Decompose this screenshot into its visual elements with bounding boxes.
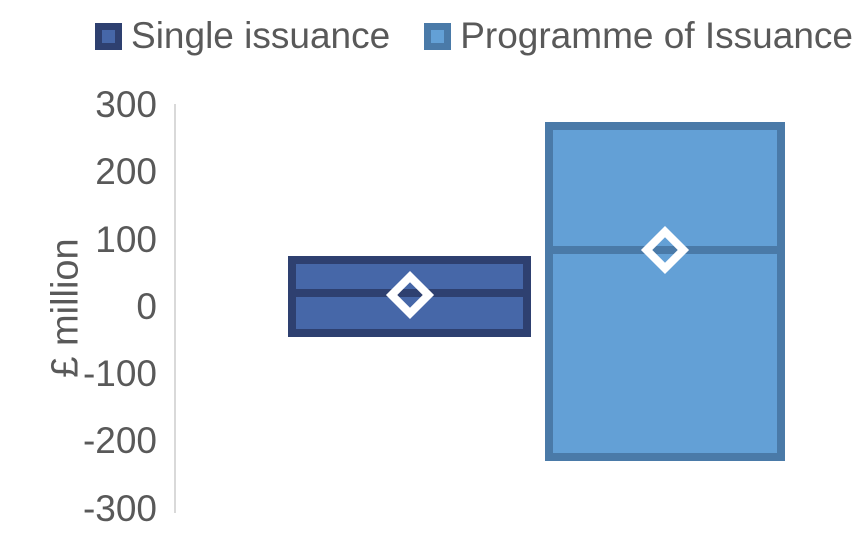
legend-label-programme-of-issuance: Programme of Issuance [460,15,853,56]
y-tick-label-0: 0 [136,285,157,327]
y-tick-label-200: 200 [95,151,157,193]
y-tick-label--300: -300 [82,487,157,529]
median-line-programme-of-issuance [553,245,777,254]
box-programme-of-issuance [545,121,785,462]
programme-of-issuance-swatch-icon [424,22,452,50]
median-line-single-issuance [296,289,523,298]
y-axis-line [174,104,176,513]
y-tick-label--100: -100 [82,353,157,394]
legend-item-programme-of-issuance: Programme of Issuance [424,15,853,57]
y-tick-label-100: 100 [95,218,157,260]
single-issuance-swatch-icon [95,22,123,50]
chart-legend: Single issuance Programme of Issuance [0,15,868,57]
y-tick-label--200: -200 [82,420,157,462]
y-tick-label-300: 300 [95,84,157,125]
legend-item-single-issuance: Single issuance [95,15,391,57]
legend-label-single-issuance: Single issuance [131,15,391,56]
box-single-issuance [288,256,531,337]
